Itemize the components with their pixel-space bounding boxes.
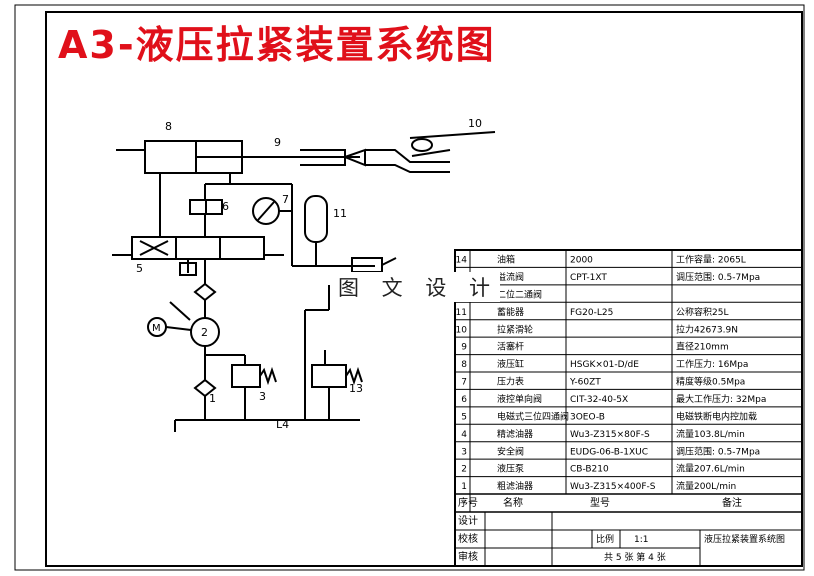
part-model: 2000 [570, 256, 593, 266]
hydraulic-schematic [112, 131, 496, 432]
part-note: 最大工作压力: 32Mpa [676, 393, 766, 405]
part-name: 活塞杆 [497, 341, 524, 353]
part-model: 3OEO-B [570, 412, 605, 422]
label-1: 1 [209, 392, 216, 405]
part-model: CIT-32-40-5X [570, 395, 628, 405]
tb-scale-value: 1:1 [634, 535, 648, 545]
part-name: 溢流阀 [497, 271, 524, 283]
header-note: 备注 [722, 496, 742, 509]
part-model: HSGK×01-D/dE [570, 360, 639, 370]
part-no: 9 [461, 343, 467, 353]
header-name: 名称 [503, 496, 523, 509]
part-name: 粗滤油器 [497, 480, 533, 492]
outer-frame [14, 4, 805, 571]
part-model: Wu3-Z315×400F-S [570, 482, 656, 492]
tb-review: 审核 [458, 550, 478, 563]
tb-design: 设计 [458, 514, 478, 527]
part-no: 4 [461, 430, 467, 440]
part-no: 6 [461, 395, 467, 405]
part-note: 流量200L/min [676, 480, 736, 492]
part-model: EUDG-06-B-1XUC [570, 447, 648, 457]
part-note: 调压范围: 0.5-7Mpa [676, 271, 760, 283]
label-3: 3 [259, 390, 266, 403]
part-name: 拉紧滑轮 [497, 323, 533, 335]
label-6: 6 [222, 200, 229, 213]
relief-valve [311, 364, 347, 388]
part-no: 3 [461, 447, 467, 457]
label-5: 5 [136, 262, 143, 275]
part-name: 油箱 [497, 254, 515, 266]
label-10: 10 [468, 117, 482, 130]
part-name: 精滤油器 [497, 428, 533, 440]
part-model: CPT-1XT [570, 273, 607, 283]
safety-valve [231, 364, 261, 388]
part-name: 蓄能器 [497, 306, 524, 318]
header-model: 型号 [590, 496, 610, 509]
part-model: FG20-L25 [570, 308, 613, 318]
part-note: 工作压力: 16Mpa [676, 358, 748, 370]
part-model: CB-B210 [570, 465, 609, 475]
part-note: 调压范围: 0.5-7Mpa [676, 445, 760, 457]
part-no: 7 [461, 378, 467, 388]
label-motor: M [152, 323, 161, 334]
part-name: 二位二通阀 [497, 288, 542, 300]
part-no: 10 [456, 325, 468, 335]
part-note: 精度等级0.5Mpa [676, 376, 745, 388]
page-title: A3-液压拉紧装置系统图 [58, 23, 496, 67]
label-8: 8 [165, 120, 172, 133]
label-2: 2 [201, 326, 208, 339]
part-name: 液压缸 [497, 358, 524, 370]
title-block: 序号 名称 型号 备注 设计 校核 审核 比例 1:1 共 5 张 第 4 张 … [458, 496, 785, 563]
part-no: 1 [461, 482, 467, 492]
part-note: 公称容积25L [676, 306, 728, 318]
part-note: 拉力42673.9N [676, 323, 738, 335]
part-model: Y-60ZT [569, 378, 601, 388]
label-13: 13 [349, 382, 363, 395]
accumulator [304, 195, 328, 243]
tb-drawing-name: 液压拉紧装置系统图 [704, 533, 785, 545]
header-no: 序号 [458, 496, 478, 509]
part-note: 电磁铁断电内控加载 [676, 410, 757, 422]
label-7: 7 [282, 193, 289, 206]
label-11: 11 [333, 207, 347, 220]
tb-check: 校核 [458, 532, 478, 545]
part-model: Wu3-Z315×80F-S [570, 430, 650, 440]
diagram-labels: 8 9 10 6 7 11 5 M 2 1 3 13 L4 [136, 117, 482, 431]
part-no: 11 [456, 308, 467, 318]
part-name: 电磁式三位四通阀 [497, 410, 569, 422]
tb-sheets: 共 5 张 第 4 张 [604, 551, 666, 563]
part-name: 安全阀 [497, 445, 524, 457]
part-name: 压力表 [497, 376, 524, 388]
part-no: 2 [461, 465, 467, 475]
label-14: L4 [276, 418, 289, 431]
part-name: 液压泵 [497, 463, 524, 475]
part-no: 5 [461, 412, 467, 422]
part-note: 流量207.6L/min [676, 463, 745, 475]
directional-valve [131, 236, 265, 260]
label-9: 9 [274, 136, 281, 149]
part-note: 流量103.8L/min [676, 428, 745, 440]
parts-table-text: 14 油箱 2000 工作容量: 2065L 1 3 溢流阀 CPT-1XT 调压范围: 0.5… [456, 254, 767, 493]
part-no: 14 [456, 256, 468, 266]
part-no: 8 [461, 360, 467, 370]
part-note: 工作容量: 2065L [676, 254, 746, 266]
tb-scale-label: 比例 [596, 533, 614, 545]
part-note: 直径210mm [676, 341, 729, 353]
part-name: 液控单向阀 [497, 393, 542, 405]
watermark: 图 文 设 计 [336, 272, 501, 302]
